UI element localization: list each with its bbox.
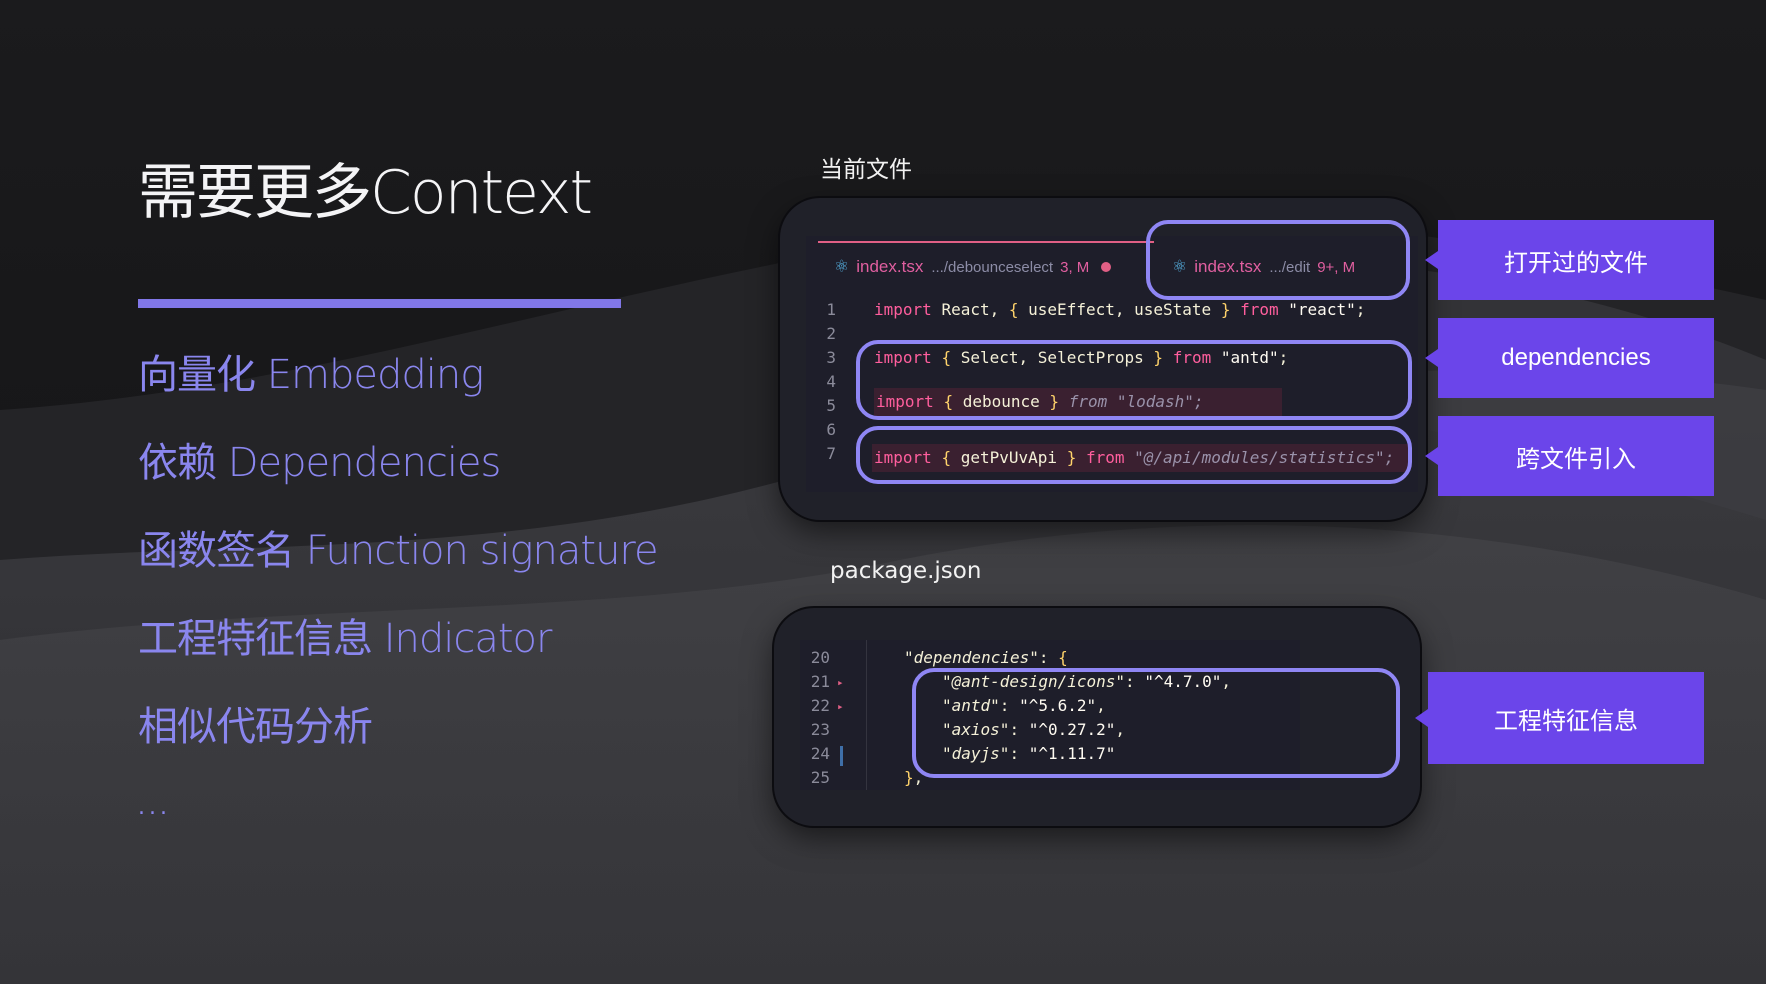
line-number: 7 <box>826 444 836 463</box>
bullet-dependencies: 依赖 Dependencies <box>138 440 501 486</box>
code-line-5: import { debounce } from "lodash"; <box>876 392 1204 411</box>
tab-debounceselect[interactable]: ⚛ index.tsx .../debounceselect 3, M <box>834 242 1112 292</box>
git-change-icon: ▸ <box>837 676 844 689</box>
package-json-editor: 20 21 22 23 24 25 ▸ ▸ "dependencies": { … <box>800 640 1300 790</box>
dot-icon <box>1101 262 1112 272</box>
dependencies-highlight <box>856 340 1412 420</box>
title-underline <box>138 299 621 308</box>
json-line-20: "dependencies": { <box>904 648 1068 667</box>
json-line-22: "antd": "^5.6.2", <box>942 696 1106 715</box>
bullet-function-signature: 函数签名 Function signature <box>138 528 659 574</box>
react-atom-icon: ⚛ <box>1172 257 1188 276</box>
tab-path: .../debounceselect <box>931 258 1054 276</box>
json-line-24: "dayjs": "^1.11.7" <box>942 744 1116 763</box>
tab-filename: index.tsx <box>1194 257 1262 276</box>
bullet-indicator: 工程特征信息 Indicator <box>138 616 552 662</box>
code-line-1: import React, { useEffect, useState } fr… <box>874 300 1366 319</box>
bullet-similar-code: 相似代码分析 <box>138 704 373 750</box>
callout-dependencies: dependencies <box>1425 318 1714 398</box>
code-editor: ⚛ index.tsx .../debounceselect 3, M ⚛ in… <box>806 236 1418 492</box>
project-info-highlight <box>912 668 1400 778</box>
callout-open-files: 打开过的文件 <box>1425 220 1714 300</box>
line-number: 3 <box>826 348 836 367</box>
context-list: 向量化 Embedding 依赖 Dependencies 函数签名 Funct… <box>138 345 659 785</box>
tab-status: 9+, M <box>1317 258 1356 276</box>
tab-filename: index.tsx <box>856 257 924 276</box>
callout-project-info: 工程特征信息 <box>1415 672 1704 764</box>
line-number: 22 <box>810 696 830 715</box>
bullet-embedding: 向量化 Embedding <box>138 352 484 398</box>
callout-cross-file: 跨文件引入 <box>1425 416 1714 496</box>
json-line-23: "axios": "^0.27.2", <box>942 720 1126 739</box>
json-line-21: "@ant-design/icons": "^4.7.0", <box>942 672 1232 691</box>
tab-edit[interactable]: ⚛ index.tsx .../edit 9+, M <box>1172 242 1367 292</box>
line-highlight <box>872 444 1408 472</box>
git-change-bar <box>840 746 843 766</box>
list-ellipsis: ... <box>138 795 171 820</box>
slide-title: 需要更多Context <box>138 158 593 228</box>
line-number: 4 <box>826 372 836 391</box>
code-line-7: import { getPvUvApi } from "@/api/module… <box>874 448 1395 467</box>
line-number: 6 <box>826 420 836 439</box>
line-number: 5 <box>826 396 836 415</box>
active-tab-indicator <box>818 241 1154 243</box>
line-number: 25 <box>810 768 830 787</box>
react-atom-icon: ⚛ <box>834 257 850 276</box>
json-line-25: }, <box>904 768 924 787</box>
indent-guide <box>866 640 867 790</box>
line-number: 20 <box>810 648 830 667</box>
cross-file-highlight <box>856 426 1412 484</box>
line-number: 1 <box>826 300 836 319</box>
line-highlight <box>874 388 1282 416</box>
package-json-label: package.json <box>830 558 982 584</box>
line-number: 2 <box>826 324 836 343</box>
tab-path: .../edit <box>1269 258 1311 276</box>
line-number: 23 <box>810 720 830 739</box>
line-number: 24 <box>810 744 830 763</box>
open-files-highlight <box>1146 220 1410 300</box>
code-line-3: import { Select, SelectProps } from "ant… <box>874 348 1289 367</box>
current-file-label: 当前文件 <box>820 157 912 183</box>
tab-status: 3, M <box>1060 258 1090 276</box>
git-change-icon: ▸ <box>837 700 844 713</box>
line-number: 21 <box>810 672 830 691</box>
